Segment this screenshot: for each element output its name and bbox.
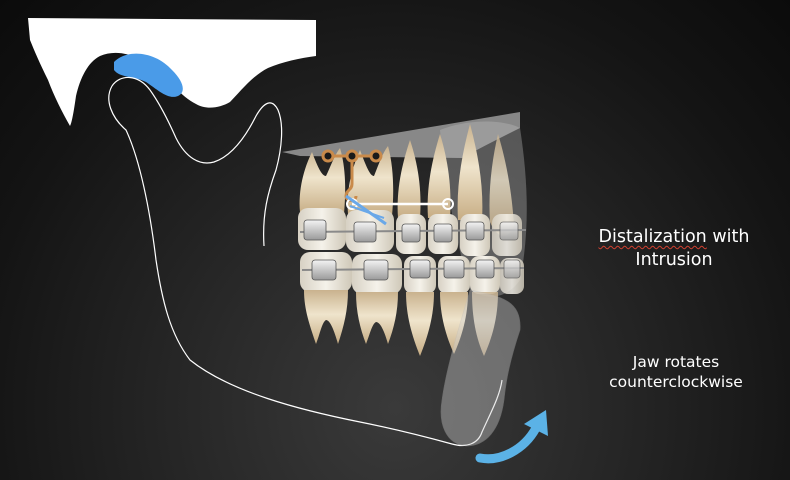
lower-molar-2 <box>356 292 398 344</box>
bracket <box>353 221 377 243</box>
bracket <box>433 223 453 243</box>
caption-counterclockwise: counterclockwise <box>609 373 743 392</box>
lower-premolar-2 <box>440 292 468 354</box>
lower-canine <box>472 292 498 356</box>
maxilla-plate <box>282 112 520 158</box>
upper-incisor <box>489 134 514 237</box>
bracket <box>363 259 389 281</box>
upper-molar-2 <box>347 146 394 216</box>
bracket <box>409 259 431 279</box>
condyle-disc <box>114 53 183 97</box>
jaw-rotation-caption: Jaw rotates counterclockwise <box>596 352 756 392</box>
distalization-elastic <box>345 194 454 226</box>
upper-premolar-2 <box>427 134 451 218</box>
chin-overlay <box>440 289 521 447</box>
lower-molar-1 <box>304 290 348 344</box>
upper-canine <box>457 124 483 220</box>
ramus-notch-outline <box>111 76 283 247</box>
upper-molar-1 <box>299 148 346 214</box>
caption-jaw-rotates: Jaw rotates <box>632 353 720 371</box>
bracket <box>465 221 485 241</box>
bracket <box>499 221 519 241</box>
curved-arrow-counterclockwise-icon <box>475 410 548 464</box>
distalization-caption: Distalization with Intrusion <box>580 226 768 272</box>
bracket <box>503 259 521 279</box>
bracket <box>443 259 465 279</box>
caption-word-with: with <box>706 227 750 247</box>
upper-premolar-1 <box>397 140 421 218</box>
upper-brackets <box>303 219 519 243</box>
bracket <box>311 259 337 281</box>
t-shaped-miniplate-icon <box>321 149 383 202</box>
caption-word-distalization: Distalization <box>598 227 707 247</box>
lower-teeth <box>304 290 498 356</box>
bracket <box>401 223 421 243</box>
mandible-outline <box>108 85 503 447</box>
caption-intrusion: Intrusion <box>635 249 713 270</box>
lower-premolar-1 <box>406 292 434 356</box>
upper-teeth <box>299 124 514 237</box>
bracket <box>303 219 327 241</box>
lower-brackets <box>311 259 521 281</box>
bracket <box>475 259 495 279</box>
